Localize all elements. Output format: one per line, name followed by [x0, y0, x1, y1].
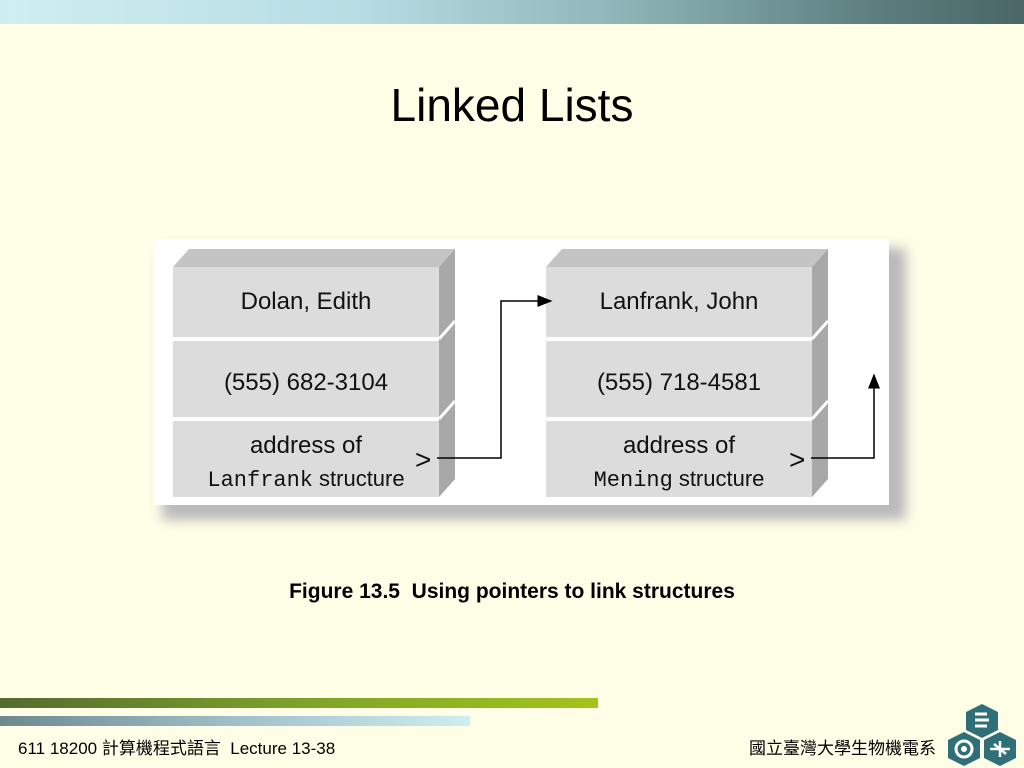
linked-list-figure: Dolan, Edith (555) 682-3104 address of L… [153, 239, 889, 505]
footer-blue-bar [0, 716, 470, 726]
struct2-divider-1 [810, 320, 830, 340]
struct1-side-face [439, 249, 455, 497]
struct2-phone-field [546, 341, 812, 417]
struct1-divider-2 [437, 400, 457, 420]
linked-list-diagram: Dolan, Edith (555) 682-3104 address of L… [173, 249, 880, 497]
struct1-name-text: Dolan, Edith [241, 288, 372, 315]
caption-text: Using pointers to link structures [411, 580, 735, 603]
struct1-name-field [173, 267, 439, 337]
struct2-address-word: structure [679, 466, 765, 491]
structure-dolan: Dolan, Edith (555) 682-3104 address of L… [173, 249, 457, 497]
struct1-phone-text: (555) 682-3104 [224, 369, 388, 396]
struct1-address-line1: address of [250, 432, 362, 459]
struct2-pointer-symbol: > [789, 444, 805, 475]
struct2-side-face [812, 249, 828, 497]
caption-figure-number: Figure 13.5 [289, 580, 400, 603]
struct2-address-line1: address of [623, 432, 735, 459]
struct1-phone-field [173, 341, 439, 417]
footer-green-bar [0, 698, 598, 708]
struct2-divider-2 [810, 400, 830, 420]
structure-lanfrank: Lanfrank, John (555) 718-4581 address of… [546, 249, 830, 497]
slide-title: Linked Lists [390, 79, 634, 131]
struct1-address-word: structure [319, 466, 405, 491]
pointer-arrow-1 [437, 295, 553, 459]
footer-course-info: 611 18200 計算機程式語言 Lecture 13-38 [18, 739, 336, 758]
struct1-top-face [173, 249, 455, 267]
figure-caption: Figure 13.5 Using pointers to link struc… [0, 580, 1024, 604]
pointer-arrow-2 [811, 373, 880, 459]
footer-department: 國立臺灣大學生物機電系 [749, 739, 936, 759]
struct1-address-code: Lanfrank [207, 468, 313, 493]
struct2-address-code: Mening [594, 468, 673, 493]
struct2-name-field [546, 267, 812, 337]
struct2-phone-text: (555) 718-4581 [597, 369, 761, 396]
struct1-pointer-symbol: > [415, 444, 431, 475]
struct2-name-text: Lanfrank, John [600, 288, 759, 315]
department-logo-icon [948, 704, 1016, 766]
top-decor-band [0, 0, 1024, 24]
struct2-address-field [546, 421, 812, 497]
struct1-address-field [173, 421, 439, 497]
struct1-divider-1 [437, 320, 457, 340]
struct2-top-face [546, 249, 828, 267]
